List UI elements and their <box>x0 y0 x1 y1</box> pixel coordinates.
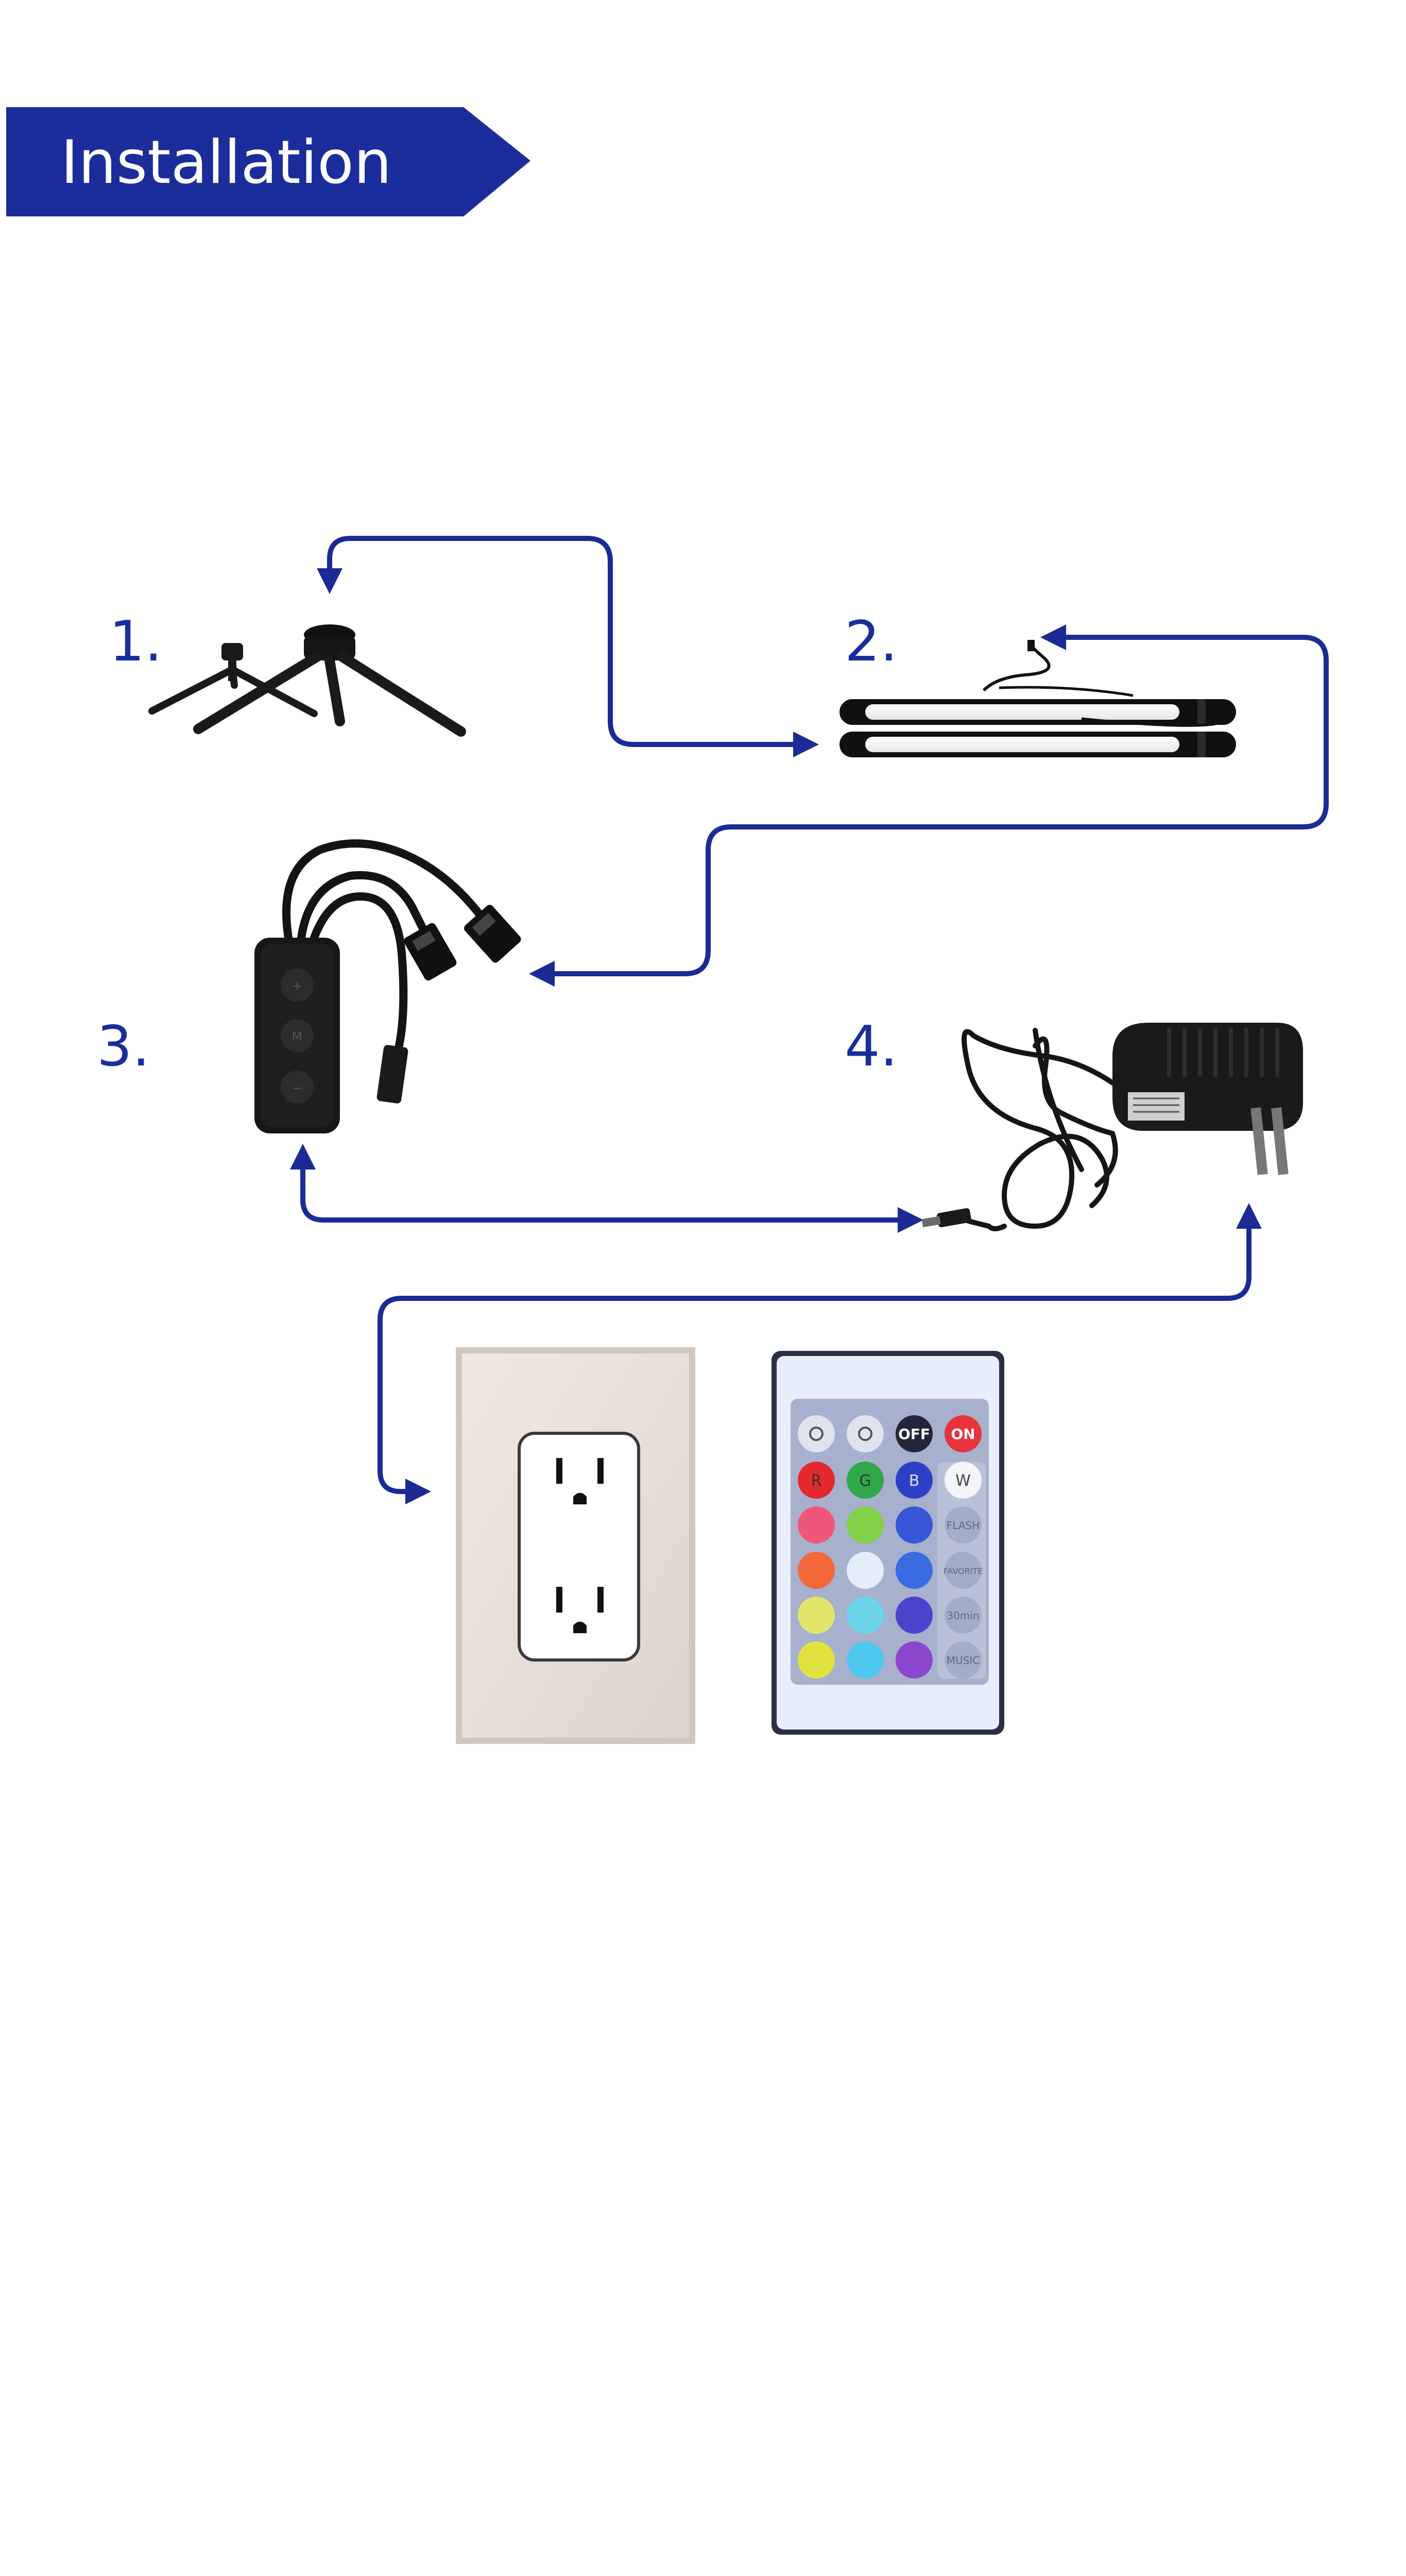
header-banner: Installation <box>6 107 530 216</box>
controller-splitter-icon: + M − <box>254 839 521 1133</box>
controller-plus-icon: + <box>292 979 302 993</box>
arrow-tripod-to-bars <box>317 536 819 757</box>
plug-connector-1 <box>404 923 457 981</box>
blue-button-label: B <box>909 1472 920 1490</box>
controller-button-mode <box>281 1019 314 1052</box>
receptacle-top <box>556 1458 604 1504</box>
color-button[interactable] <box>847 1597 884 1634</box>
brightness-down-icon <box>858 1427 872 1441</box>
plug-connector-3 <box>376 1045 408 1104</box>
color-button[interactable] <box>896 1552 933 1589</box>
wall-outlet-icon <box>456 1347 695 1744</box>
color-button[interactable] <box>896 1597 933 1634</box>
white-button-label: W <box>955 1472 971 1490</box>
power-adapter-icon <box>921 1023 1303 1231</box>
controller-minus-icon: − <box>292 1081 302 1095</box>
color-button[interactable] <box>847 1552 884 1589</box>
white-button[interactable] <box>945 1462 982 1499</box>
step-number-2: 2. <box>845 609 898 674</box>
favorite-button-label: FAVORITE <box>944 1566 983 1576</box>
step-number-4: 4. <box>845 1014 898 1079</box>
controller-button-down <box>281 1071 314 1104</box>
step-number-3: 3. <box>97 1014 150 1079</box>
brightness-down-button[interactable] <box>847 1415 884 1452</box>
adapter-prong-1 <box>1250 1107 1268 1175</box>
led-light-bars-icon <box>839 640 1236 757</box>
green-button[interactable] <box>847 1462 884 1499</box>
color-button[interactable] <box>847 1641 884 1679</box>
adapter-label <box>1128 1092 1185 1121</box>
timer-30min-button-label: 30min <box>947 1609 979 1622</box>
off-button-label: OFF <box>898 1426 930 1443</box>
dc-barrel-plug <box>936 1208 971 1228</box>
plug-connector-2 <box>464 905 521 963</box>
controller-mode-icon: M <box>292 1029 303 1044</box>
music-button[interactable] <box>945 1641 982 1679</box>
brightness-up-button[interactable] <box>798 1415 835 1452</box>
arrow-adapter-to-outlet <box>378 1203 1262 1504</box>
controller-button-up <box>281 969 314 1002</box>
flash-button-label: FLASH <box>947 1519 980 1532</box>
banner-shape <box>6 107 530 216</box>
arrow-bars-to-controller <box>529 624 1329 987</box>
flash-button[interactable] <box>945 1506 982 1544</box>
step-number-1: 1. <box>109 609 162 674</box>
color-button[interactable] <box>896 1641 933 1679</box>
arrow-controller-to-adapter <box>290 1144 923 1233</box>
tripod-large <box>193 624 466 737</box>
remote-control: OFF ON R G B W FLASH FAVORITE 30min MUSI… <box>771 1351 1004 1735</box>
red-button[interactable] <box>798 1462 835 1499</box>
color-button[interactable] <box>798 1552 835 1589</box>
page-title: Installation <box>61 128 391 197</box>
red-button-label: R <box>811 1472 822 1490</box>
on-button[interactable] <box>945 1415 982 1452</box>
connector-arrows <box>290 536 1329 1504</box>
tripod-stand-icon <box>148 624 466 737</box>
receptacle-bottom <box>556 1587 604 1633</box>
timer-30min-button[interactable] <box>945 1597 982 1634</box>
favorite-button[interactable] <box>945 1552 982 1589</box>
color-button[interactable] <box>896 1506 933 1544</box>
on-button-label: ON <box>951 1426 975 1443</box>
color-button[interactable] <box>798 1597 835 1634</box>
color-button[interactable] <box>847 1506 884 1544</box>
music-button-label: MUSIC <box>947 1654 980 1667</box>
off-button[interactable] <box>896 1415 933 1452</box>
adapter-prong-2 <box>1271 1107 1289 1175</box>
color-button[interactable] <box>798 1641 835 1679</box>
brightness-up-icon <box>809 1427 824 1441</box>
blue-button[interactable] <box>896 1462 933 1499</box>
color-button[interactable] <box>798 1506 835 1544</box>
tripod-small <box>148 643 318 717</box>
green-button-label: G <box>859 1472 871 1490</box>
